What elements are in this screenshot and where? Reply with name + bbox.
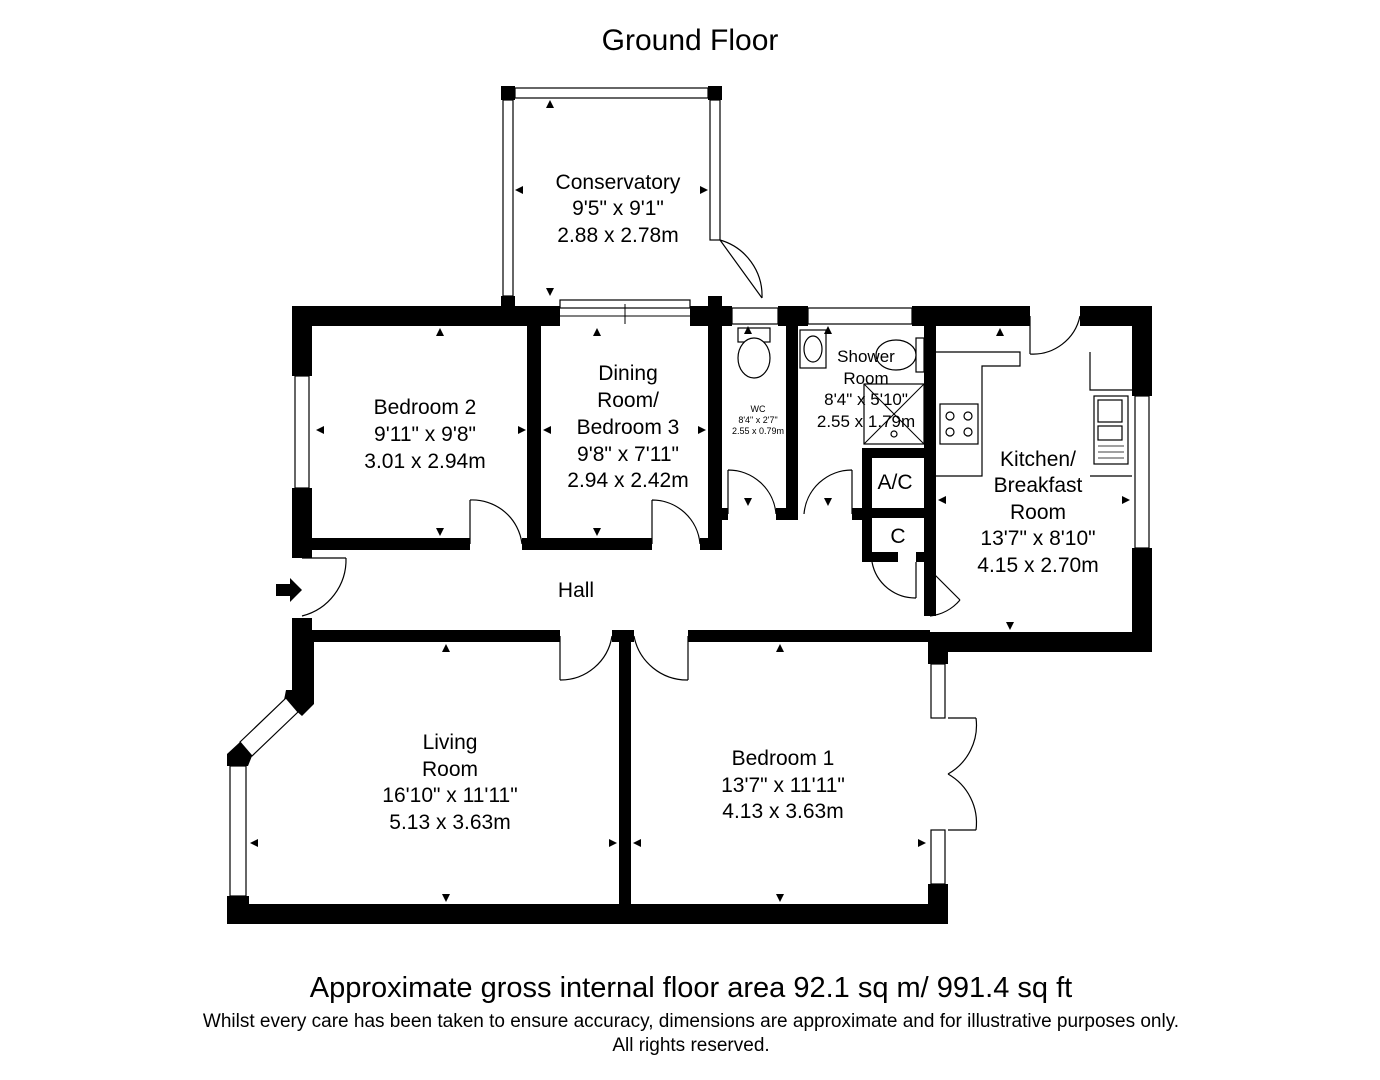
room-dining-bedroom-3: Dining Room/ Bedroom 3 9'8" x 7'11" 2.94… — [567, 362, 688, 492]
entrance-arrow-icon — [276, 578, 302, 602]
room-name-line-2: Room — [843, 369, 888, 388]
fixtures — [737, 327, 1132, 477]
room-name-line-2: Room/ — [597, 389, 659, 412]
room-metric: 5.13 x 3.63m — [389, 811, 510, 834]
room-name-line-1: Shower — [837, 347, 895, 366]
room-metric: 3.01 x 2.94m — [364, 450, 485, 473]
room-metric: 4.13 x 3.63m — [722, 800, 843, 823]
room-name: Bedroom 2 — [374, 396, 477, 419]
room-bedroom-1: Bedroom 1 13'7" x 11'11" 4.13 x 3.63m — [721, 747, 845, 823]
room-metric: 2.88 x 2.78m — [557, 224, 678, 247]
room-conservatory: Conservatory 9'5" x 9'1" 2.88 x 2.78m — [556, 171, 681, 247]
room-name-line-1: Dining — [598, 362, 658, 385]
walls — [227, 86, 1152, 924]
floor-title: Ground Floor — [602, 24, 779, 57]
room-hall: Hall — [558, 579, 594, 602]
room-shower: Shower Room 8'4" x 5'10" 2.55 x 1.79m — [817, 347, 915, 431]
room-living: Living Room 16'10" x 11'11" 5.13 x 3.63m — [382, 731, 517, 834]
room-metric: 2.94 x 2.42m — [567, 469, 688, 492]
room-metric: 2.55 x 0.79m — [732, 426, 784, 436]
room-imperial: 8'4" x 2'7" — [738, 415, 777, 425]
room-kitchen: Kitchen/ Breakfast Room 13'7" x 8'10" 4.… — [977, 448, 1098, 577]
room-imperial: 9'5" x 9'1" — [572, 197, 664, 220]
room-name: Bedroom 1 — [732, 747, 835, 770]
room-name-line-3: Room — [1010, 501, 1066, 524]
room-imperial: 9'8" x 7'11" — [577, 443, 679, 466]
room-metric: 4.15 x 2.70m — [977, 554, 1098, 577]
room-name-line-1: Living — [423, 731, 478, 754]
room-name: Conservatory — [556, 171, 681, 194]
room-imperial: 8'4" x 5'10" — [824, 390, 908, 409]
floor-area-text: Approximate gross internal floor area 92… — [310, 972, 1072, 1004]
room-imperial: 13'7" x 11'11" — [721, 774, 845, 797]
room-imperial: 16'10" x 11'11" — [382, 784, 517, 807]
room-name-line-1: Kitchen/ — [1000, 448, 1076, 471]
room-wc: WC 8'4" x 2'7" 2.55 x 0.79m — [732, 404, 784, 436]
room-metric: 2.55 x 1.79m — [817, 412, 915, 431]
room-cupboard: C — [890, 525, 905, 548]
doors — [301, 239, 1081, 831]
room-name-line-3: Bedroom 3 — [577, 416, 680, 439]
room-ac: A/C — [877, 471, 912, 494]
dimension-markers — [250, 100, 1130, 902]
room-name: WC — [751, 404, 766, 414]
room-imperial: 9'11" x 9'8" — [374, 423, 476, 446]
room-name-line-2: Room — [422, 758, 478, 781]
room-bedroom-2: Bedroom 2 9'11" x 9'8" 3.01 x 2.94m — [364, 396, 485, 473]
windows — [229, 87, 1150, 897]
room-name-line-2: Breakfast — [994, 474, 1083, 497]
disclaimer-line-2: All rights reserved. — [612, 1035, 769, 1056]
disclaimer-line-1: Whilst every care has been taken to ensu… — [203, 1011, 1179, 1032]
room-imperial: 13'7" x 8'10" — [980, 527, 1095, 550]
